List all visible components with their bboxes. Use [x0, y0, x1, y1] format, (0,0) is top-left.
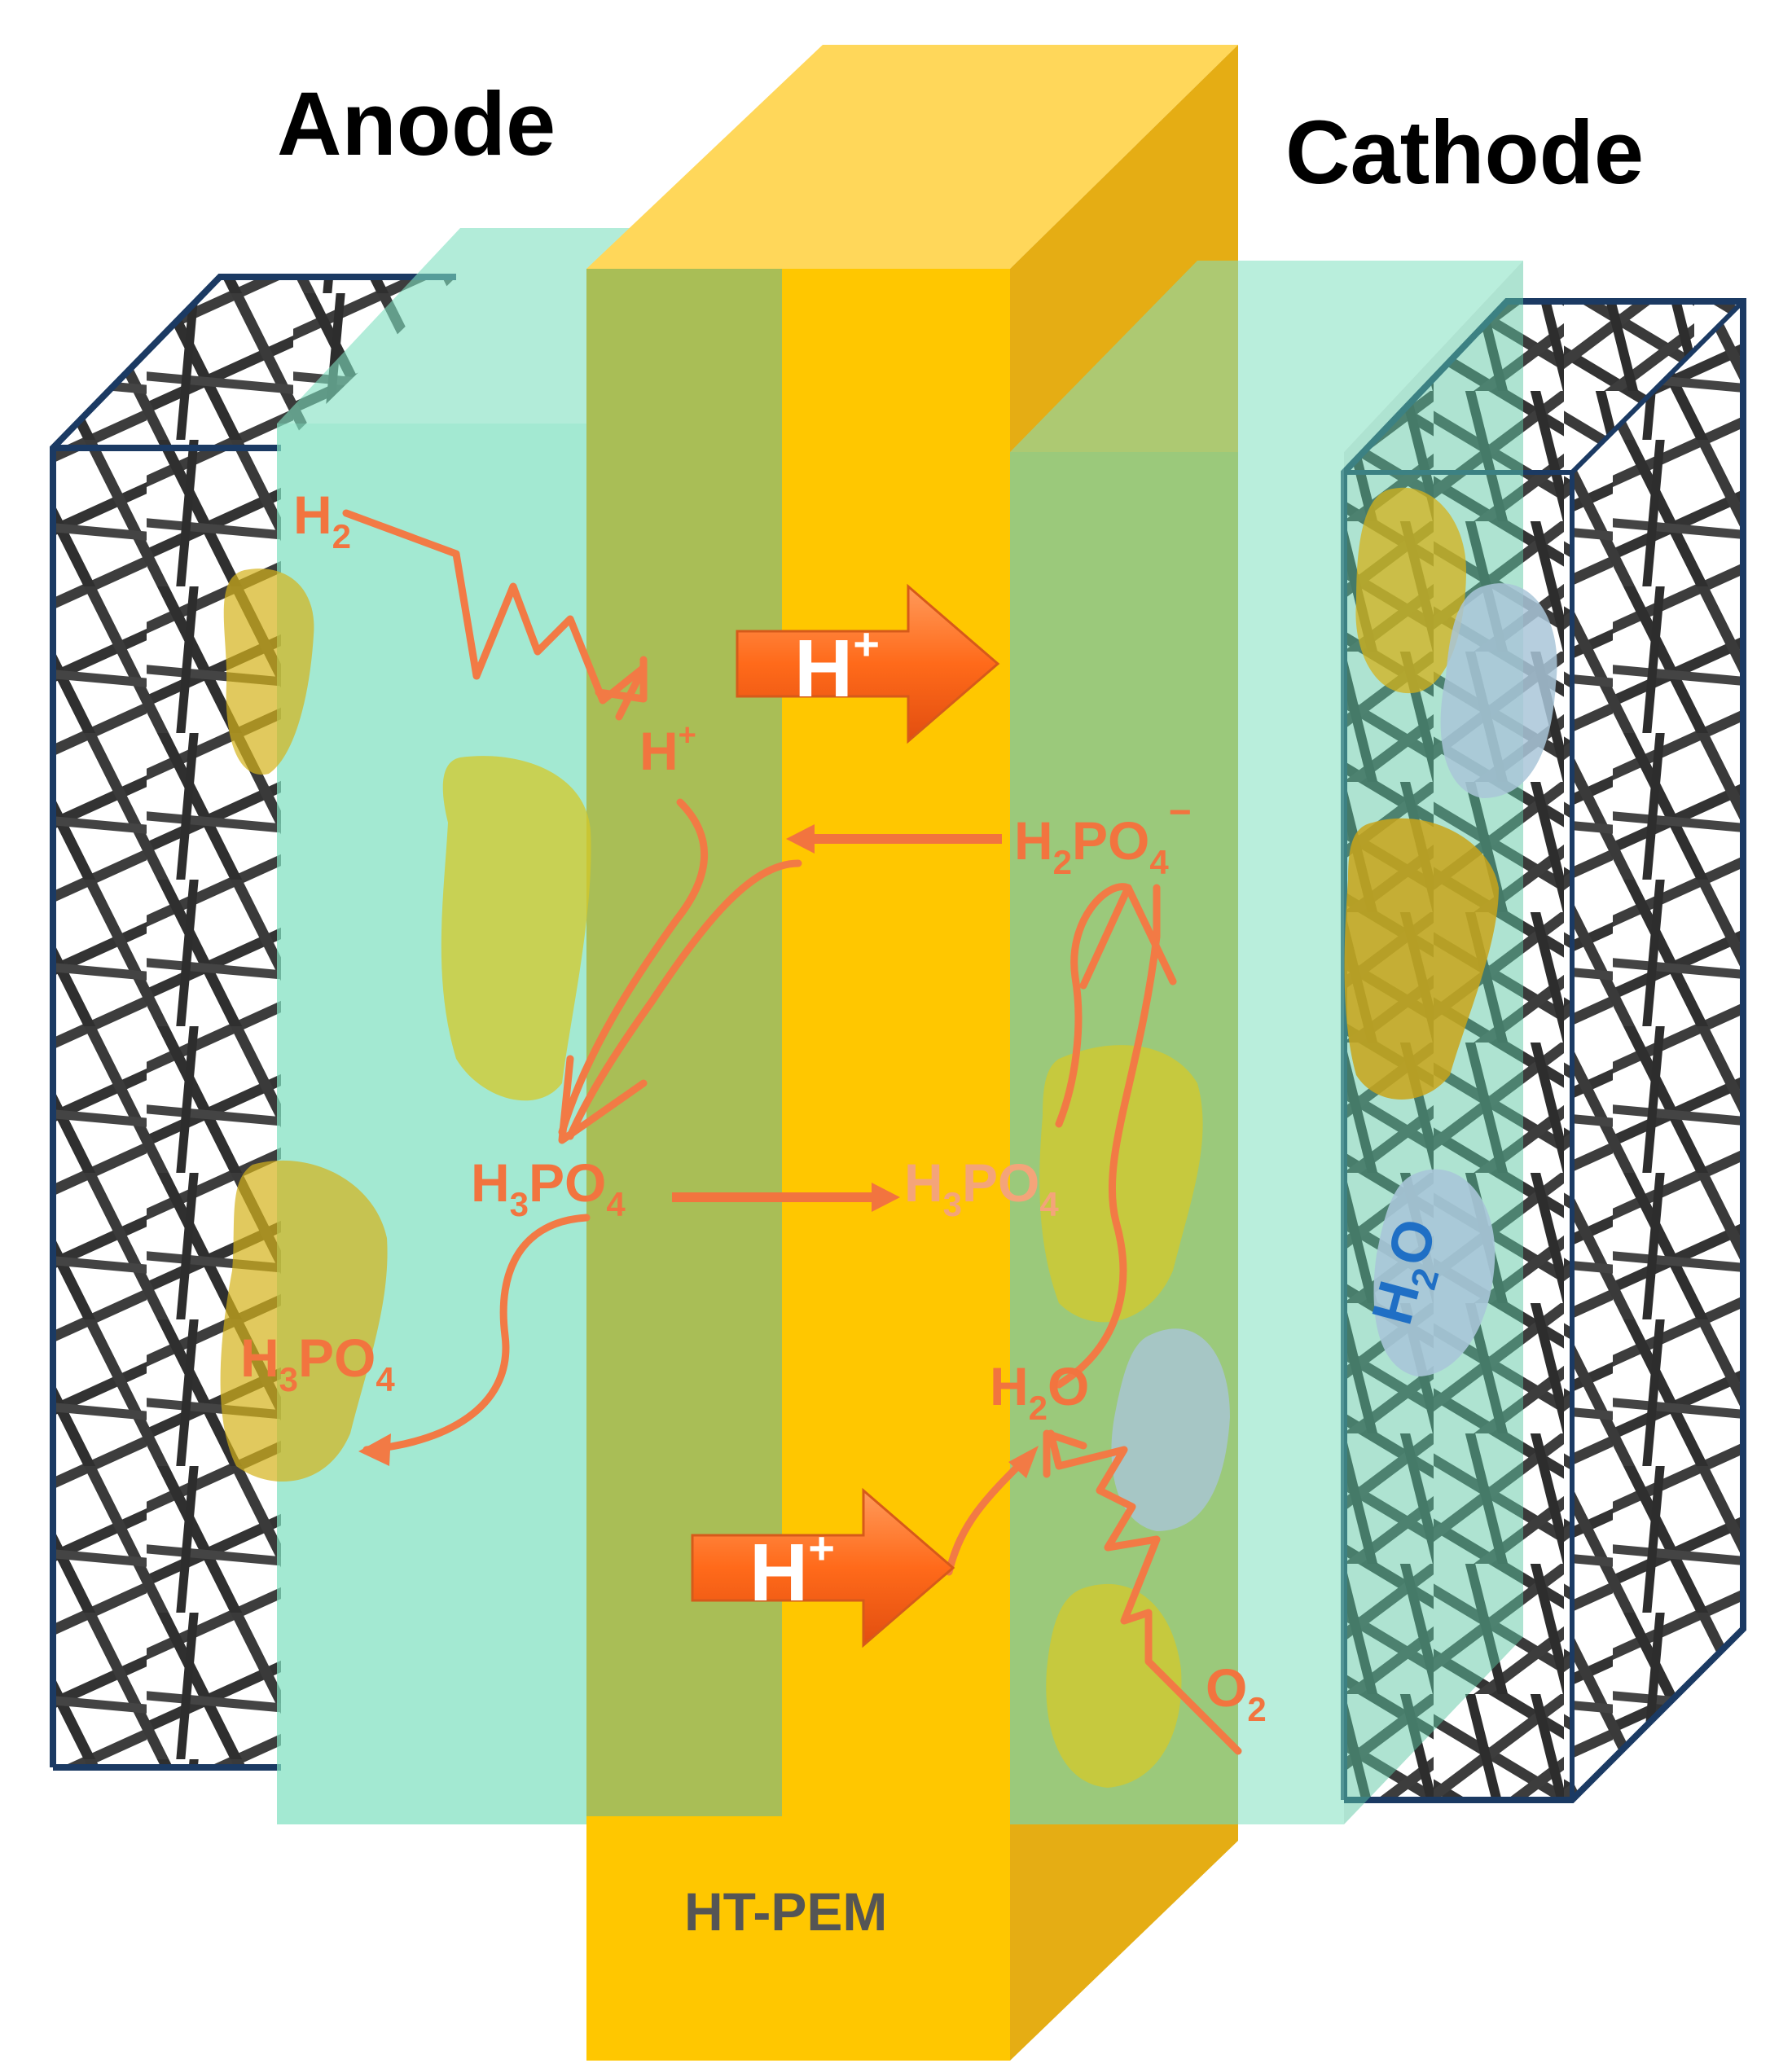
- o2-arrowhead: [1043, 1429, 1087, 1478]
- water-blob: [1440, 583, 1557, 798]
- acid-leaching-curve: [362, 1214, 591, 1454]
- proton-arrow-bottom-label: H+: [749, 1522, 835, 1618]
- water-blob: [1111, 1328, 1230, 1531]
- cathode-title: Cathode: [1285, 103, 1644, 203]
- h3po4-right-label: H3PO4: [904, 1152, 1059, 1223]
- proton-arrow-top: H+: [736, 583, 1000, 744]
- acid-blob: [1355, 487, 1466, 694]
- proton-curve: [558, 798, 709, 1136]
- h2o-cathode-label: H2O: [990, 1356, 1089, 1427]
- anode-gdl-frame: [50, 274, 456, 1767]
- acid-blob: [1344, 818, 1499, 1100]
- acid-migration-arrowhead: [872, 1183, 900, 1212]
- acid-leaching-arrowhead: [358, 1433, 391, 1466]
- proton-to-water-path: [945, 1454, 1030, 1576]
- o2-label: O2: [1206, 1657, 1267, 1728]
- water-blob: [1373, 1169, 1496, 1376]
- proton-arrow-top-label: H+: [794, 618, 880, 714]
- cathode-up-path-2: [1055, 884, 1161, 1389]
- proton-arrow-bottom: H+: [691, 1487, 955, 1648]
- cathode-up-path-1: [1055, 883, 1132, 1128]
- h2-arrowhead: [595, 656, 648, 703]
- o2-diffusion-path: [1047, 1429, 1242, 1755]
- anode-title: Anode: [277, 74, 556, 174]
- acid-blob: [220, 1160, 388, 1482]
- membrane-label: HT-PEM: [684, 1881, 887, 1942]
- h2-diffusion-path: [342, 509, 648, 721]
- membrane-top: [586, 45, 1238, 269]
- reaction-paths: [342, 509, 1242, 1755]
- acid-blob: [1039, 1045, 1203, 1323]
- water-blobs: [1111, 583, 1557, 1531]
- h-plus-label: H+: [639, 718, 696, 781]
- h3po4-left-label: H3PO4: [240, 1328, 395, 1398]
- anion-return-curve: [566, 859, 802, 1140]
- anode-gdl-top: [53, 277, 456, 448]
- acid-blob: [441, 756, 591, 1101]
- acid-blob: [223, 568, 314, 775]
- h2po4-minus-label: H2PO4−: [1014, 791, 1192, 881]
- h3po4-center-label: H3PO4: [471, 1152, 626, 1223]
- h2-label: H2: [293, 485, 351, 555]
- anion-migration-arrowhead: [786, 824, 815, 854]
- cathode-gdl-side: [1572, 301, 1743, 1800]
- cathode-up-arrowhead: [1079, 884, 1177, 990]
- anion-return-arrowhead: [558, 1055, 648, 1144]
